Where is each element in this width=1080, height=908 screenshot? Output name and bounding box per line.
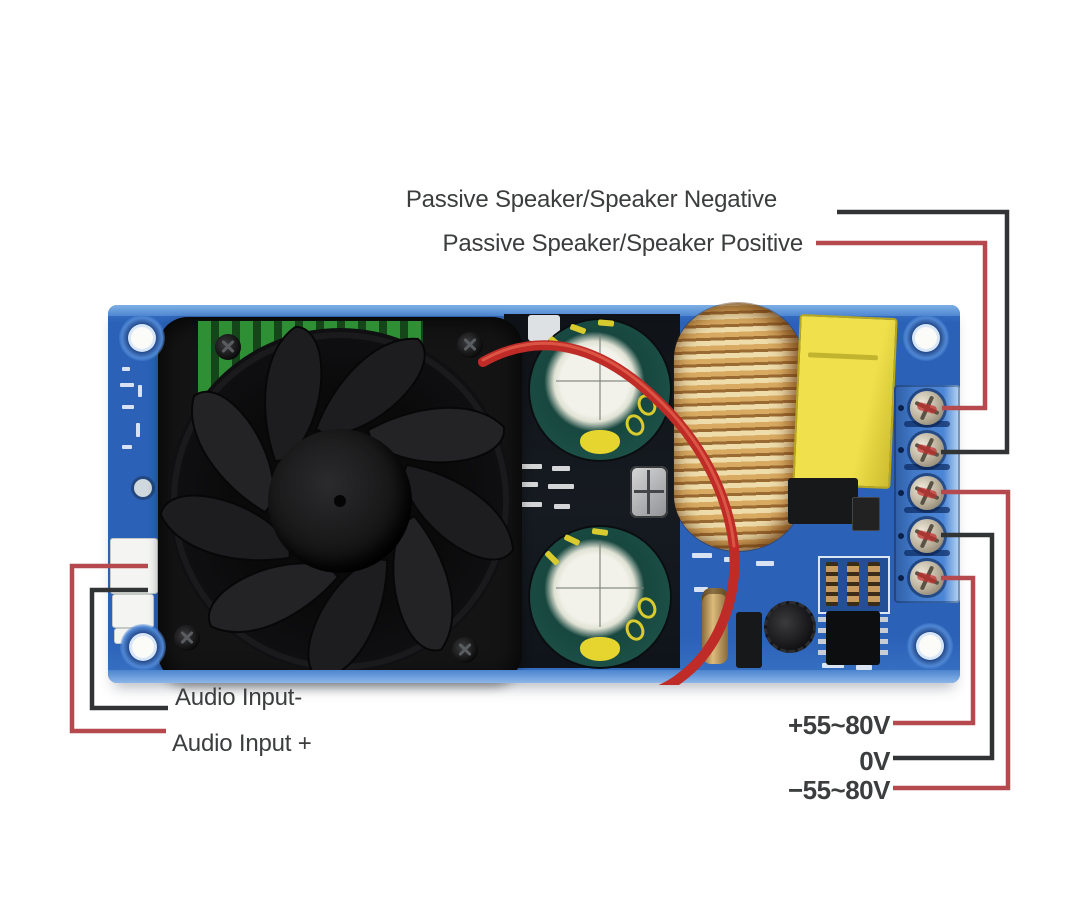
smd-capacitor (630, 466, 668, 518)
mounting-hole-top-left (119, 315, 165, 361)
audio-input-connector (110, 538, 158, 594)
silkscreen-mark (856, 665, 872, 670)
terminal-pin-dot (898, 405, 904, 411)
small-capacitor (702, 588, 728, 664)
silkscreen-mark (822, 663, 844, 668)
label-audio-input-negative: Audio Input- (175, 684, 303, 711)
fan-hub (268, 429, 412, 573)
transistor (736, 612, 762, 668)
silkscreen-mark (520, 502, 542, 507)
silkscreen-mark (122, 445, 132, 449)
board-bottom-edge (108, 670, 960, 683)
smd-chip (852, 497, 880, 531)
label-audio-input-positive: Audio Input + (172, 730, 312, 757)
silkscreen-mark (724, 557, 738, 562)
terminal-screw-speaker-positive (910, 391, 944, 425)
terminal-pin-dot (898, 533, 904, 539)
silkscreen-mark (552, 466, 570, 471)
silkscreen-mark (138, 385, 142, 397)
fan-screw (174, 625, 200, 651)
audio-input-connector (112, 594, 154, 628)
silkscreen-mark (692, 553, 712, 558)
silkscreen-mark (548, 484, 574, 489)
soic8-ic (818, 611, 888, 665)
silkscreen-mark (122, 367, 130, 371)
silkscreen-mark (554, 504, 570, 509)
solder-pad (134, 479, 152, 497)
board-top-edge (108, 305, 960, 316)
fan-screw (215, 334, 241, 360)
mounting-hole-bottom-right (907, 623, 953, 669)
rectifier-component (788, 478, 858, 524)
fan-screw (457, 332, 483, 358)
terminal-pin-dot (898, 490, 904, 496)
label-speaker-positive: Passive Speaker/Speaker Positive (442, 230, 804, 257)
label-power-ground: 0V (859, 746, 890, 776)
electrolytic-capacitor-bottom (530, 527, 670, 667)
terminal-screw-power-positive (910, 561, 944, 595)
smps-transformer (792, 313, 898, 490)
silkscreen-mark (120, 383, 134, 387)
label-speaker-negative: Passive Speaker/Speaker Negative (405, 186, 777, 213)
electrolytic-capacitor-top (530, 319, 670, 460)
cooling-fan (158, 317, 522, 683)
silkscreen-mark (136, 423, 140, 437)
terminal-screw-power-negative (910, 476, 944, 510)
amplifier-board (108, 303, 960, 685)
label-power-negative: −55~80V (787, 775, 891, 805)
fan-blades (159, 325, 515, 681)
terminal-pin-dot (898, 447, 904, 453)
terminal-pin-dot (898, 575, 904, 581)
trimmer-coil (764, 601, 816, 653)
screw-terminal-block (894, 385, 960, 603)
terminal-screw-power-ground (910, 519, 944, 553)
toroidal-inductor (674, 303, 802, 551)
terminal-divider (904, 464, 950, 470)
silkscreen-mark (756, 561, 774, 566)
mounting-hole-top-right (903, 315, 949, 361)
label-power-positive: +55~80V (787, 710, 891, 740)
silkscreen-mark (122, 405, 134, 409)
terminal-screw-speaker-negative (910, 433, 944, 467)
fan-screw (452, 637, 478, 663)
resistor-array (818, 556, 890, 614)
mounting-hole-bottom-left (120, 624, 166, 670)
